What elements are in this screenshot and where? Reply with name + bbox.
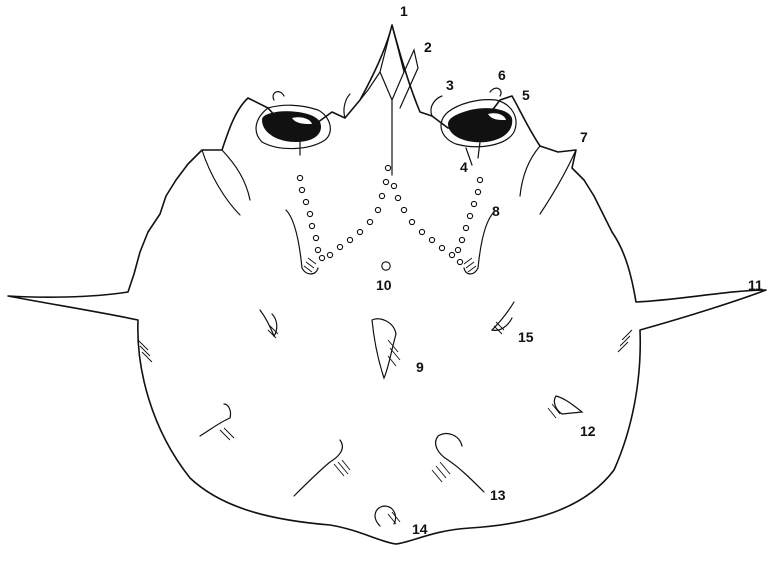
label-12: 12 — [580, 423, 596, 439]
label-10: 10 — [376, 277, 392, 293]
label-1: 1 — [400, 3, 408, 19]
label-14: 14 — [412, 521, 428, 537]
label-15: 15 — [518, 329, 534, 345]
spine-3 — [431, 96, 442, 116]
label-4: 4 — [460, 159, 468, 175]
label-6: 6 — [498, 67, 506, 83]
label-2: 2 — [424, 39, 432, 55]
label-3: 3 — [446, 77, 454, 93]
label-9: 9 — [416, 359, 424, 375]
label-8: 8 — [492, 203, 500, 219]
label-13: 13 — [490, 487, 506, 503]
label-5: 5 — [522, 87, 530, 103]
label-7: 7 — [580, 129, 588, 145]
label-11: 11 — [748, 277, 763, 293]
